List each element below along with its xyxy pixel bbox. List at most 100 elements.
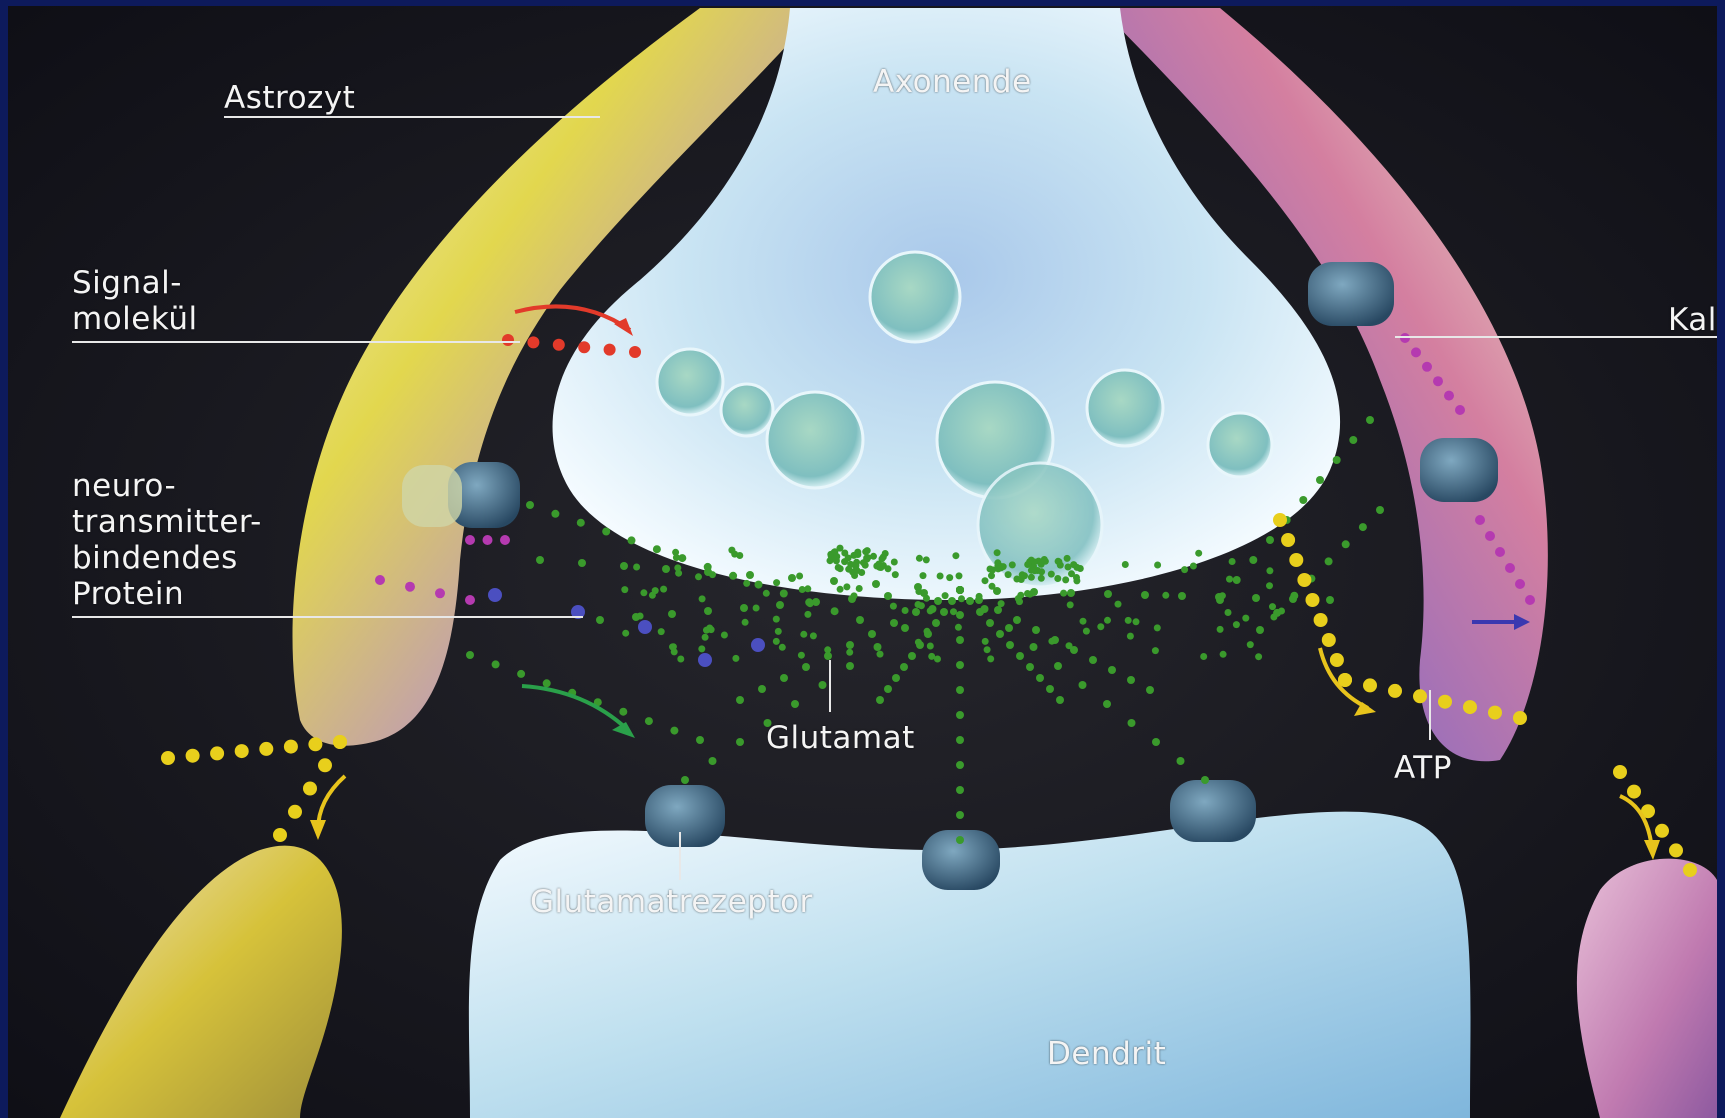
label-axonende: Axonende xyxy=(873,64,1032,100)
label-astrozyt: Astrozyt xyxy=(224,80,355,116)
glutamate-dot xyxy=(1103,700,1111,708)
glutamate-dot xyxy=(1028,574,1035,581)
glutamate-dot xyxy=(831,607,839,615)
glutamate-dot xyxy=(1077,565,1084,572)
glutamate-dot xyxy=(492,660,500,668)
atp-dot xyxy=(303,782,317,796)
label-neuro-line4: Protein xyxy=(72,576,262,612)
glutamate-dot xyxy=(902,607,909,614)
glutamate-dot xyxy=(1154,562,1161,569)
potassium-dot xyxy=(1515,579,1525,589)
potassium-dot xyxy=(1422,362,1432,372)
glutamate-dot xyxy=(1226,576,1233,583)
glutamate-dot xyxy=(660,586,667,593)
label-neuro-line1: neuro- xyxy=(72,468,262,504)
atp-dot xyxy=(1306,593,1320,607)
glutamate-dot xyxy=(804,585,811,592)
glutamate-dot xyxy=(798,652,805,659)
glutamate-dot xyxy=(1201,776,1209,784)
glutamate-dot xyxy=(677,656,684,663)
glutamate-dot xyxy=(927,607,934,614)
glutamate-dot xyxy=(1290,592,1298,600)
glutamate-dot xyxy=(1247,641,1254,648)
signal-dot xyxy=(578,341,590,353)
glutamate-dot xyxy=(577,519,585,527)
glutamate-dot xyxy=(669,643,676,650)
glutamate-dot xyxy=(652,587,659,594)
glutamate-dot xyxy=(1026,663,1034,671)
glutamate-dot xyxy=(706,625,713,632)
glutamate-dot xyxy=(956,636,964,644)
glutamate-dot xyxy=(1359,523,1367,531)
glutamate-dot xyxy=(1154,624,1161,631)
glutamate-dot xyxy=(845,555,852,562)
glutamate-dot xyxy=(1089,656,1097,664)
glutamate-dot xyxy=(736,738,744,746)
glutamate-dot xyxy=(746,571,754,579)
atp-dot xyxy=(273,828,287,842)
glutamate-dot xyxy=(1252,594,1260,602)
glutamate-dot xyxy=(884,592,892,600)
glutamate-dot xyxy=(819,681,827,689)
glutamate-dot xyxy=(622,630,629,637)
glutamate-dot xyxy=(920,572,927,579)
glutamate-dot xyxy=(956,761,964,769)
glutamate-dot xyxy=(728,547,735,554)
atp-dot xyxy=(1330,653,1344,667)
glutamate-dot xyxy=(833,556,840,563)
glutamate-dot xyxy=(596,616,604,624)
glutamate-dot xyxy=(837,586,844,593)
glutamate-dot xyxy=(698,645,705,652)
atp-dot xyxy=(1655,824,1669,838)
signal-dot xyxy=(629,346,641,358)
atp-dot xyxy=(1281,533,1295,547)
glutamate-dot xyxy=(653,545,661,553)
label-neuro-line3: bindendes xyxy=(72,540,262,576)
glutamate-dot xyxy=(1067,589,1075,597)
glutamate-dot xyxy=(1122,561,1129,568)
glutamate-dot xyxy=(958,595,965,602)
glutamate-dot xyxy=(1220,651,1227,658)
glutamate-dot xyxy=(740,604,748,612)
atp-dot xyxy=(318,758,332,772)
label-glutamatrezeptor: Glutamatrezeptor xyxy=(530,884,813,920)
potassium-dot xyxy=(1411,347,1421,357)
glutamate-dot xyxy=(1067,601,1074,608)
glutamate-dot xyxy=(912,608,920,616)
glutamate-dot xyxy=(1177,757,1185,765)
glutamate-dot xyxy=(1024,561,1031,568)
atp-dot xyxy=(284,740,298,754)
glutamate-dot xyxy=(1299,496,1307,504)
potassium-dot xyxy=(1444,391,1454,401)
glutamate-dot xyxy=(872,580,880,588)
glutamate-dot xyxy=(1326,596,1334,604)
glutamate-dot xyxy=(873,563,880,570)
glutamate-dot xyxy=(1266,567,1273,574)
glutamate-dot xyxy=(1190,563,1197,570)
glutamate-dot xyxy=(950,608,957,615)
glutamate-dot xyxy=(1270,614,1277,621)
glutamate-dot xyxy=(658,628,665,635)
atp-dot xyxy=(288,805,302,819)
glutamate-dot xyxy=(851,592,858,599)
glutamate-dot xyxy=(775,628,782,635)
glutamate-dot xyxy=(1178,592,1186,600)
glutamate-dot xyxy=(804,611,811,618)
atp-dot xyxy=(210,746,224,760)
glutamate-dot xyxy=(940,608,948,616)
signal-dot xyxy=(604,344,616,356)
glutamate-dot xyxy=(517,670,525,678)
label-neurotransmitter-protein: neuro- transmitter- bindendes Protein xyxy=(72,468,262,612)
potassium-dot xyxy=(465,595,475,605)
glutamate-dot xyxy=(1233,621,1240,628)
glutamate-dot xyxy=(619,708,627,716)
glutamate-dot xyxy=(536,556,544,564)
glutamate-dot xyxy=(1333,456,1341,464)
glutamate-dot xyxy=(543,679,551,687)
glutamate-dot xyxy=(1005,571,1012,578)
glutamate-dot xyxy=(780,674,788,682)
glutamate-dot xyxy=(995,565,1002,572)
glutamate-dot xyxy=(956,786,964,794)
glutamate-dot xyxy=(1242,615,1249,622)
